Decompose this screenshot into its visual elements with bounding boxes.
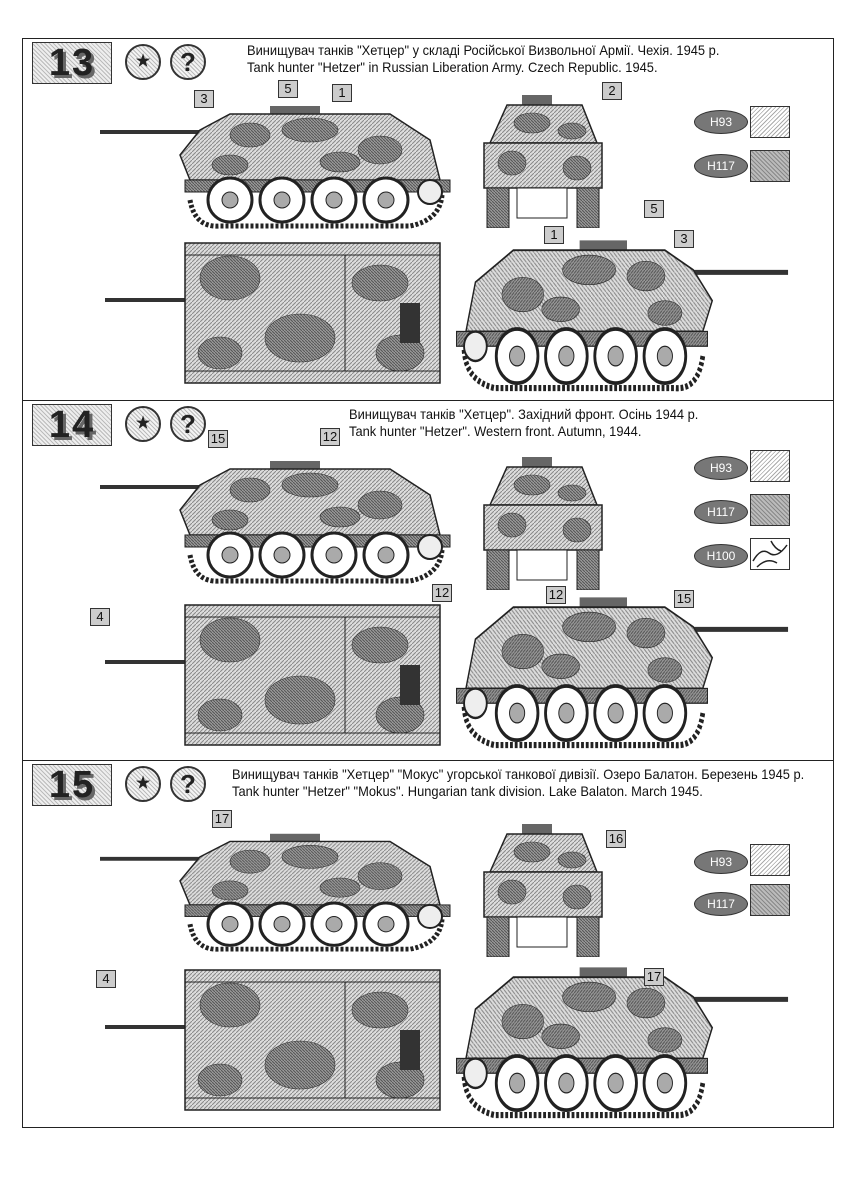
- paint-code: H93: [694, 850, 748, 874]
- title-en: Tank hunter "Hetzer". Western front. Aut…: [349, 423, 642, 439]
- callout: 4: [96, 970, 116, 988]
- callout: 2: [602, 82, 622, 100]
- scheme-15: 15 ★ ? Винищувач танків "Хетцер" "Мокус"…: [22, 760, 834, 1122]
- tank-top-view: [80, 238, 445, 388]
- callout: 17: [644, 968, 664, 986]
- paint-code: H93: [694, 110, 748, 134]
- callout: 15: [674, 590, 694, 608]
- tank-top-view: [80, 965, 445, 1115]
- callout: 1: [544, 226, 564, 244]
- star-flag-icon: ★: [125, 44, 161, 80]
- scheme-number: 15: [32, 764, 112, 806]
- scheme-14: 14 ★ ? Винищувач танків "Хетцер". Західн…: [22, 400, 834, 762]
- paint-swatch: [750, 150, 790, 182]
- title-ua: Винищувач танків "Хетцер". Західний фрон…: [349, 406, 699, 422]
- paint-code: H93: [694, 456, 748, 480]
- scheme-title: Винищувач танків "Хетцер" у складі Росій…: [247, 42, 719, 76]
- tank-front-view: [462, 822, 622, 958]
- scheme-number: 14: [32, 404, 112, 446]
- question-icon: ?: [170, 766, 206, 802]
- paint-swatch: [750, 494, 790, 526]
- tank-side-view-left: [80, 828, 460, 953]
- question-icon: ?: [170, 44, 206, 80]
- scheme-number: 13: [32, 42, 112, 84]
- scheme-title: Винищувач танків "Хетцер" "Мокус" угорсь…: [232, 766, 804, 800]
- paint-swatch: [750, 844, 790, 876]
- paint-swatch: [750, 106, 790, 138]
- callout: 17: [212, 810, 232, 828]
- tank-side-view-left: [80, 100, 460, 230]
- page-frame: [22, 38, 834, 1128]
- tank-side-view-right: [447, 590, 807, 750]
- callout: 4: [90, 608, 110, 626]
- title-en: Tank hunter "Hetzer" in Russian Liberati…: [247, 59, 658, 75]
- tank-side-view-right: [447, 960, 807, 1120]
- paint-code: H100: [694, 544, 748, 568]
- paint-swatch: [750, 450, 790, 482]
- scheme-13: 13 ★ ? Винищувач танків "Хетцер" у склад…: [22, 38, 834, 400]
- tank-front-view: [462, 93, 622, 229]
- tank-side-view-left: [80, 455, 460, 585]
- callout: 3: [194, 90, 214, 108]
- scheme-title: Винищувач танків "Хетцер". Західний фрон…: [349, 406, 698, 440]
- callout: 16: [606, 830, 626, 848]
- tank-top-view: [80, 600, 445, 750]
- title-ua: Винищувач танків "Хетцер" у складі Росій…: [247, 42, 720, 58]
- title-ua: Винищувач танків "Хетцер" "Мокус" угорсь…: [232, 766, 805, 782]
- callout: 3: [674, 230, 694, 248]
- question-icon: ?: [170, 406, 206, 442]
- callout: 15: [208, 430, 228, 448]
- star-flag-icon: ★: [125, 766, 161, 802]
- tank-front-view: [462, 455, 622, 591]
- callout: 12: [320, 428, 340, 446]
- paint-code: H117: [694, 500, 748, 524]
- section-divider: [22, 400, 834, 401]
- callout: 1: [332, 84, 352, 102]
- callout: 5: [644, 200, 664, 218]
- star-flag-icon: ★: [125, 406, 161, 442]
- paint-code: H117: [694, 892, 748, 916]
- paint-swatch: [750, 884, 790, 916]
- paint-swatch-camo-pattern: [750, 538, 790, 570]
- section-divider: [22, 760, 834, 761]
- paint-code: H117: [694, 154, 748, 178]
- callout: 12: [546, 586, 566, 604]
- callout: 12: [432, 584, 452, 602]
- tank-side-view-right: [447, 233, 807, 393]
- callout: 5: [278, 80, 298, 98]
- title-en: Tank hunter "Hetzer" "Mokus". Hungarian …: [232, 783, 703, 799]
